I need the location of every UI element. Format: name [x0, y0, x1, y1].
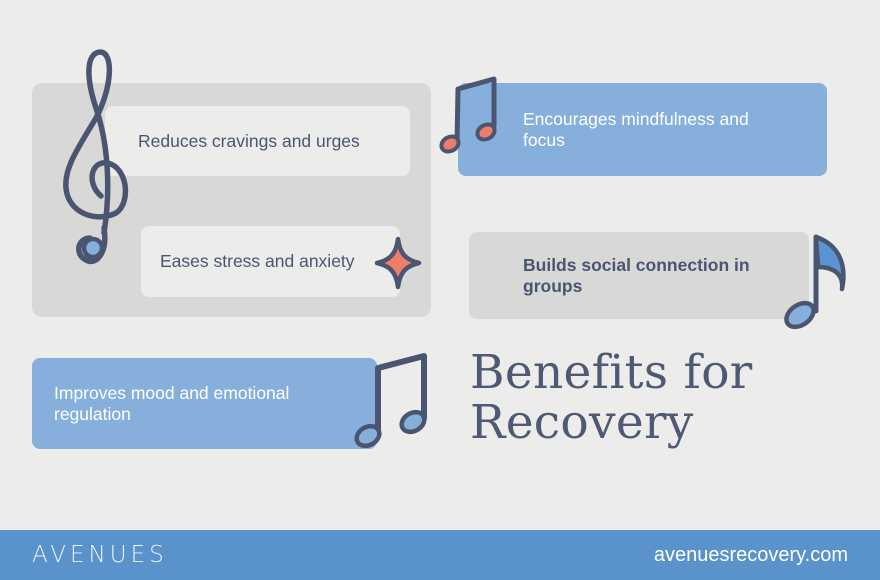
title-line-2: Recovery — [470, 395, 694, 450]
benefit-card-stress: Eases stress and anxiety — [141, 226, 400, 297]
title-line-1: Benefits for — [470, 345, 753, 400]
benefit-label: Reduces cravings and urges — [138, 130, 360, 151]
treble-clef-icon — [63, 49, 129, 265]
benefit-card-mindfulness: Encourages mindfulness and focus — [458, 83, 827, 176]
benefit-card-cravings: Reduces cravings and urges — [105, 106, 410, 176]
beamed-notes-icon — [354, 353, 427, 449]
benefit-card-social: Builds social connection in groups — [469, 232, 809, 319]
beamed-notes-icon — [439, 76, 497, 154]
benefit-label: Encourages mindfulness and focus — [523, 108, 749, 150]
benefit-card-mood: Improves mood and emotional regulation — [32, 358, 377, 449]
footer-bar — [0, 530, 880, 580]
eighth-note-icon — [784, 234, 846, 330]
website-link[interactable]: avenuesrecovery.com — [653, 544, 848, 566]
sparkle-icon — [374, 236, 422, 290]
page-title: Benefits for Recovery — [470, 348, 753, 448]
benefit-label: Improves mood and emotional regulation — [54, 382, 290, 424]
benefit-label: Builds social connection in groups — [523, 254, 750, 296]
brand-logo: AVENUES — [32, 542, 168, 568]
benefit-label: Eases stress and anxiety — [160, 251, 355, 271]
